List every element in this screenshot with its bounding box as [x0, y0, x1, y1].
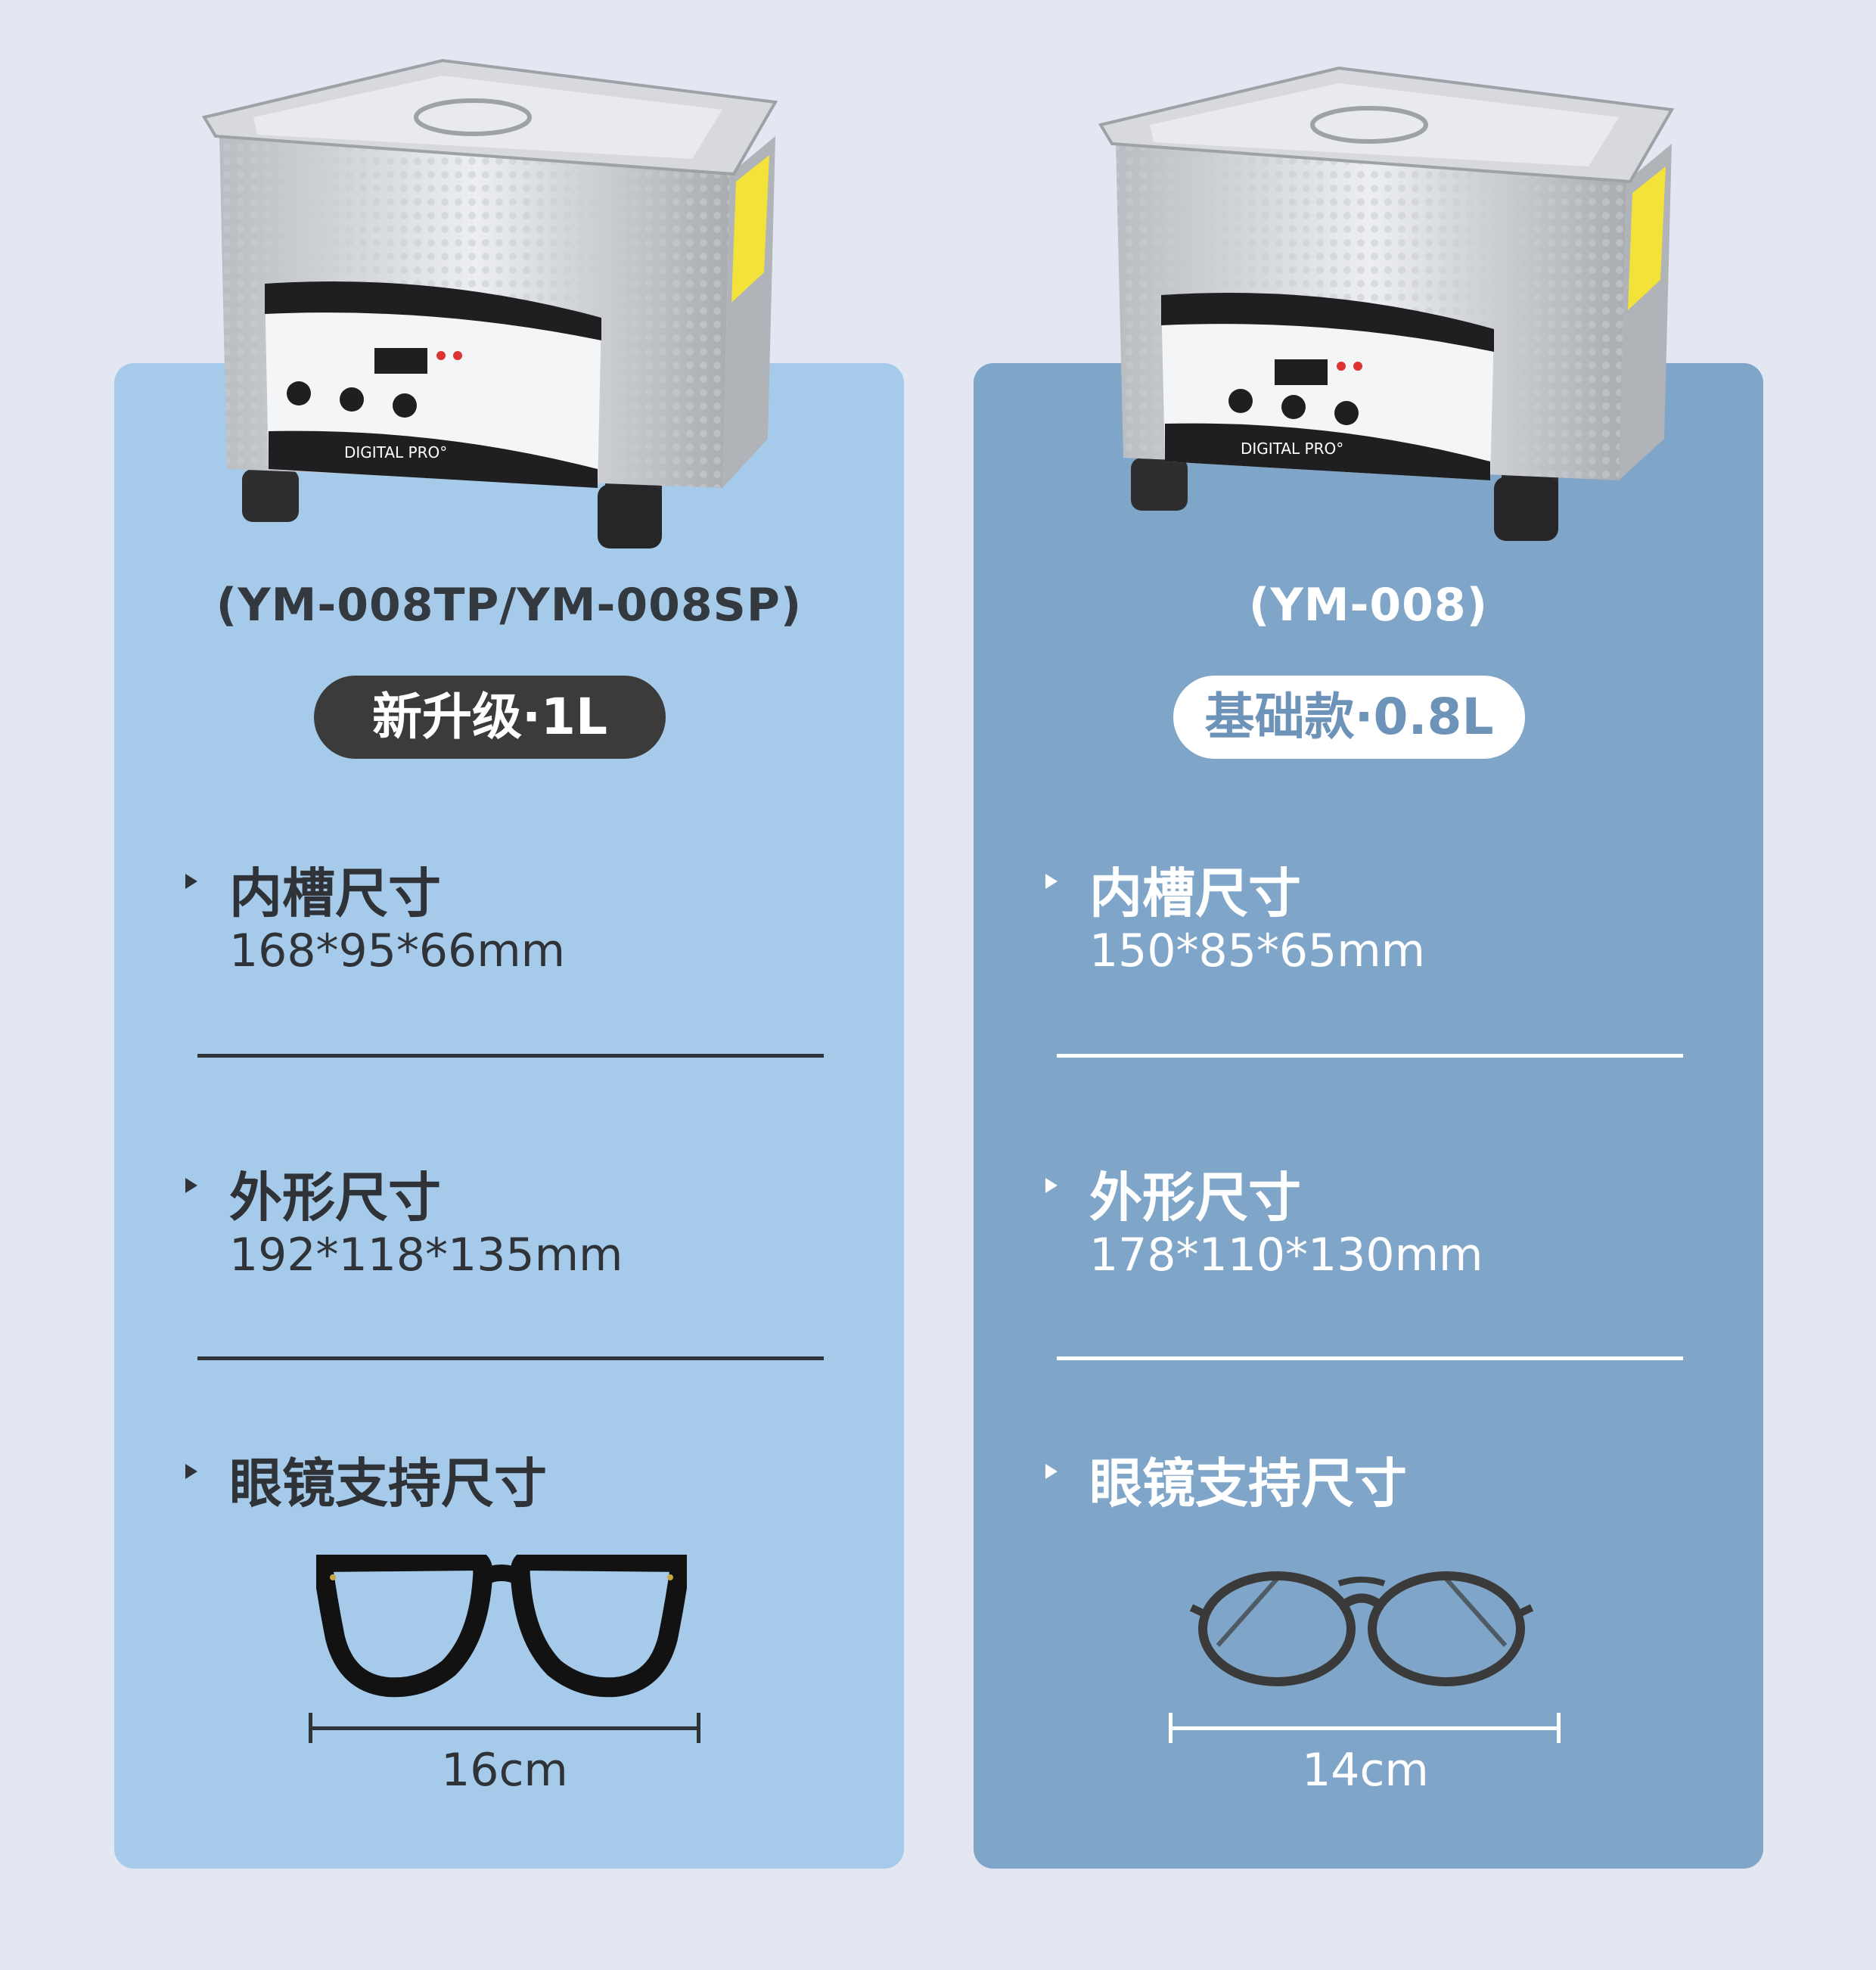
inner-size-title-text: 内槽尺寸: [229, 862, 441, 924]
triangle-bullet-icon: [1045, 874, 1058, 889]
outer-size-value: 192*118*135mm: [229, 1229, 623, 1282]
ultrasonic-cleaner-image-upgrade: DIGITAL PRO°: [193, 45, 813, 560]
inner-size-title: 内槽尺寸: [185, 851, 441, 928]
outer-size-value: 178*110*130mm: [1089, 1229, 1483, 1282]
triangle-bullet-icon: [185, 1464, 197, 1479]
divider: [197, 1054, 824, 1058]
triangle-bullet-icon: [185, 874, 197, 889]
divider: [1057, 1356, 1683, 1360]
glasses-width-label: 14cm: [1302, 1744, 1429, 1797]
black-glasses-icon: [316, 1555, 687, 1698]
glasses-size-title-text: 眼镜支持尺寸: [1089, 1453, 1407, 1515]
outer-size-title-text: 外形尺寸: [229, 1167, 441, 1229]
model-name-upgrade: (YM-008TP/YM-008SP): [216, 579, 803, 632]
outer-size-title: 外形尺寸: [185, 1155, 441, 1232]
divider: [197, 1356, 824, 1360]
triangle-bullet-icon: [1045, 1464, 1058, 1479]
inner-size-title: 内槽尺寸: [1045, 851, 1301, 928]
ultrasonic-cleaner-image-basic: DIGITAL PRO°: [1082, 45, 1702, 560]
glasses-size-title-text: 眼镜支持尺寸: [229, 1453, 547, 1515]
size-ruler: [309, 1713, 700, 1743]
panel-brand-text: DIGITAL PRO°: [1241, 440, 1343, 458]
inner-size-title-text: 内槽尺寸: [1089, 862, 1301, 924]
badge-basic: 基础款·0.8L: [1173, 676, 1525, 759]
size-ruler: [1169, 1713, 1561, 1743]
inner-size-value: 150*85*65mm: [1089, 924, 1426, 977]
badge-upgrade: 新升级·1L: [314, 676, 666, 759]
round-glasses-icon: [1188, 1562, 1536, 1691]
glasses-size-title: 眼镜支持尺寸: [1045, 1441, 1407, 1518]
triangle-bullet-icon: [185, 1178, 197, 1193]
product-card-basic: [974, 363, 1763, 1869]
divider: [1057, 1054, 1683, 1058]
panel-brand-text: DIGITAL PRO°: [344, 443, 447, 461]
model-name-basic: (YM-008): [1248, 579, 1489, 632]
glasses-width-label: 16cm: [441, 1744, 568, 1797]
outer-size-title: 外形尺寸: [1045, 1155, 1301, 1232]
glasses-size-title: 眼镜支持尺寸: [185, 1441, 547, 1518]
product-card-upgrade: [114, 363, 904, 1869]
triangle-bullet-icon: [1045, 1178, 1058, 1193]
outer-size-title-text: 外形尺寸: [1089, 1167, 1301, 1229]
inner-size-value: 168*95*66mm: [229, 924, 566, 977]
